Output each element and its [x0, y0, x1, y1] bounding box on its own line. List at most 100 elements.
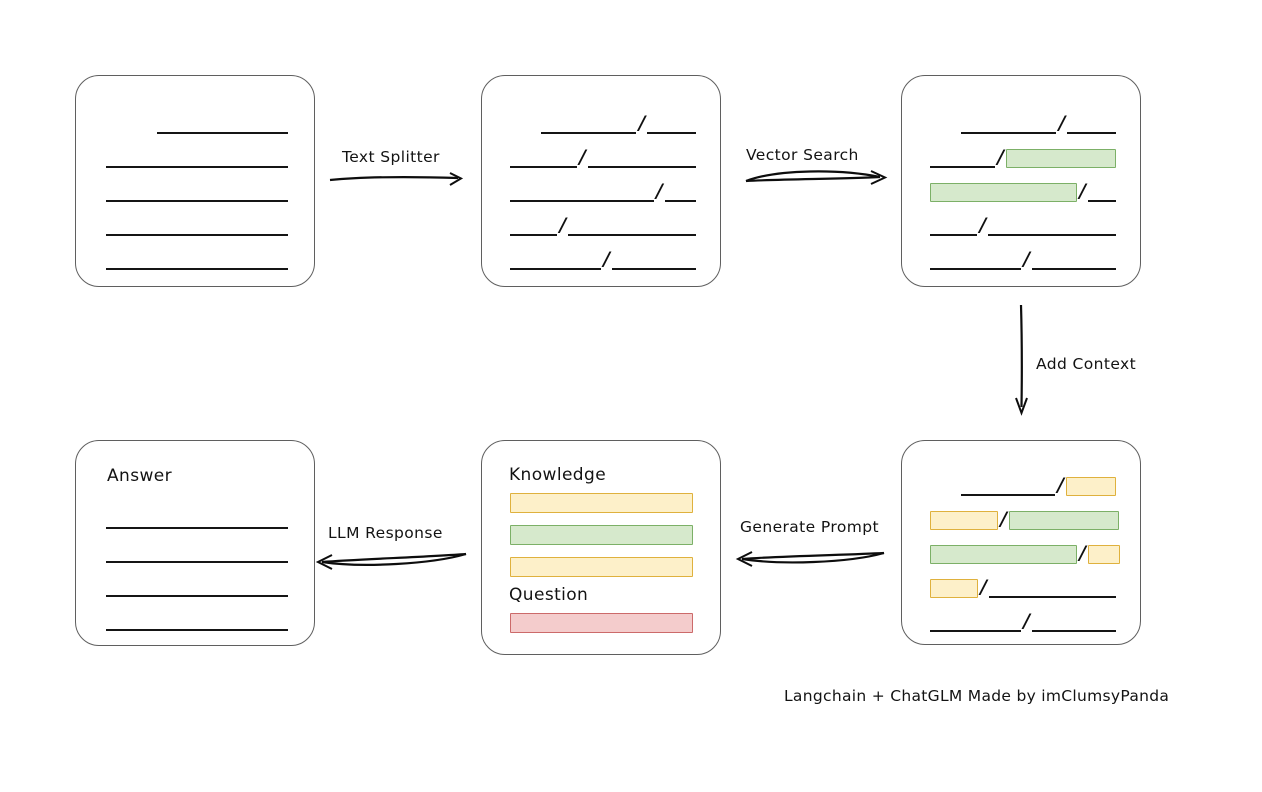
text-line-segment [106, 216, 288, 236]
text-line-segment [930, 612, 1021, 632]
text-line-segment [510, 250, 601, 270]
text-line-segment [106, 182, 288, 202]
text-line-segment [1031, 250, 1116, 270]
highlighted-line-segment [1066, 476, 1116, 496]
arrow-vector-search [745, 170, 888, 185]
text-line-segment [664, 182, 696, 202]
text-line-row: / [510, 247, 696, 270]
line-indent-spacer [930, 114, 961, 134]
arrow-generate-prompt [735, 551, 885, 567]
box-split-chunks[interactable]: / / / / / [481, 75, 721, 287]
text-line-segment [106, 611, 288, 631]
arrow-llm-response [315, 552, 467, 570]
box-context-added-chunks[interactable]: / / / / / [901, 440, 1141, 645]
text-line-segment [106, 543, 288, 563]
green-highlight-chip [930, 183, 1077, 202]
box-answer[interactable]: Answer [75, 440, 315, 646]
text-line-segment [1031, 612, 1116, 632]
text-line-segment [587, 148, 696, 168]
segment-separator-slash: / [1057, 473, 1064, 496]
text-line-row [106, 509, 288, 529]
text-line-segment [510, 182, 654, 202]
box-vector-matched-chunks[interactable]: / / / / / [901, 75, 1141, 287]
text-line-segment [106, 148, 288, 168]
text-line-segment [647, 114, 696, 134]
yellow-highlight-chip [930, 511, 998, 530]
text-line-row [106, 148, 288, 168]
question-label: Question [509, 585, 589, 605]
credit-text: Langchain + ChatGLM Made by imClumsyPand… [784, 687, 1170, 705]
segment-separator-slash: / [1022, 609, 1030, 632]
text-line-row: / [930, 473, 1116, 496]
text-line-segment [156, 114, 288, 134]
segment-separator-slash: / [578, 145, 586, 168]
text-line-segment [930, 148, 996, 168]
text-line-segment [930, 216, 978, 236]
green-highlight-chip [1008, 511, 1119, 530]
green-content-bar [510, 525, 693, 545]
arrow-label-generate-prompt: Generate Prompt [740, 518, 879, 536]
segment-separator-slash: / [602, 247, 610, 270]
segment-separator-slash: / [638, 111, 646, 134]
segment-separator-slash: / [1058, 111, 1066, 134]
highlighted-line-segment [930, 182, 1077, 202]
yellow-highlight-chip [1066, 477, 1116, 496]
text-line-row: / [930, 145, 1116, 168]
text-line-segment [1087, 182, 1116, 202]
green-highlight-chip [930, 545, 1077, 564]
text-line-segment [106, 250, 288, 270]
text-line-segment [106, 577, 288, 597]
text-line-row: / [930, 181, 1116, 202]
text-line-row: / [930, 509, 1119, 530]
segment-separator-slash: / [997, 145, 1004, 168]
highlighted-line-segment [930, 510, 998, 530]
highlighted-line-segment [1008, 510, 1119, 530]
box-source-document[interactable] [75, 75, 315, 287]
segment-separator-slash: / [1079, 541, 1086, 564]
text-line-row: / [510, 111, 696, 134]
yellow-highlight-chip [1087, 545, 1120, 564]
highlighted-line-segment [1006, 148, 1116, 168]
text-line-row [106, 182, 288, 202]
yellow-highlight-chip [930, 579, 978, 598]
text-line-row: / [930, 575, 1116, 598]
green-highlight-chip [1006, 149, 1116, 168]
arrow-label-add-context: Add Context [1036, 355, 1137, 373]
segment-separator-slash: / [559, 213, 567, 236]
text-line-segment [611, 250, 696, 270]
yellow-content-bar [510, 557, 693, 577]
line-indent-spacer [930, 476, 961, 496]
text-line-row [106, 611, 288, 631]
text-line-row [106, 114, 288, 134]
text-line-row: / [930, 541, 1120, 564]
text-line-row [106, 216, 288, 236]
text-line-segment [510, 216, 558, 236]
text-line-row: / [930, 249, 1116, 270]
highlighted-line-segment [930, 544, 1077, 564]
text-line-segment [510, 148, 577, 168]
text-line-row [106, 577, 288, 597]
text-line-row: / [510, 179, 696, 202]
arrow-label-llm-response: LLM Response [328, 524, 443, 542]
highlighted-line-segment [1087, 544, 1120, 564]
answer-label: Answer [107, 466, 173, 486]
line-indent-spacer [510, 114, 541, 134]
text-line-segment [988, 578, 1116, 598]
segment-separator-slash: / [980, 575, 987, 598]
line-indent-spacer [106, 114, 157, 134]
arrow-label-text-splitter: Text Splitter [342, 148, 440, 166]
text-line-row [106, 543, 288, 563]
yellow-content-bar [510, 493, 693, 513]
text-line-segment [961, 114, 1057, 134]
text-line-row: / [930, 609, 1116, 632]
arrow-label-vector-search: Vector Search [746, 146, 859, 164]
segment-separator-slash: / [655, 179, 663, 202]
text-line-row: / [510, 213, 696, 236]
box-prompt[interactable]: Knowledge Question [481, 440, 721, 655]
arrow-add-context [1015, 304, 1028, 416]
text-line-row: / [510, 145, 696, 168]
arrow-text-splitter [329, 172, 464, 186]
text-line-row: / [930, 111, 1116, 134]
segment-separator-slash: / [979, 213, 987, 236]
